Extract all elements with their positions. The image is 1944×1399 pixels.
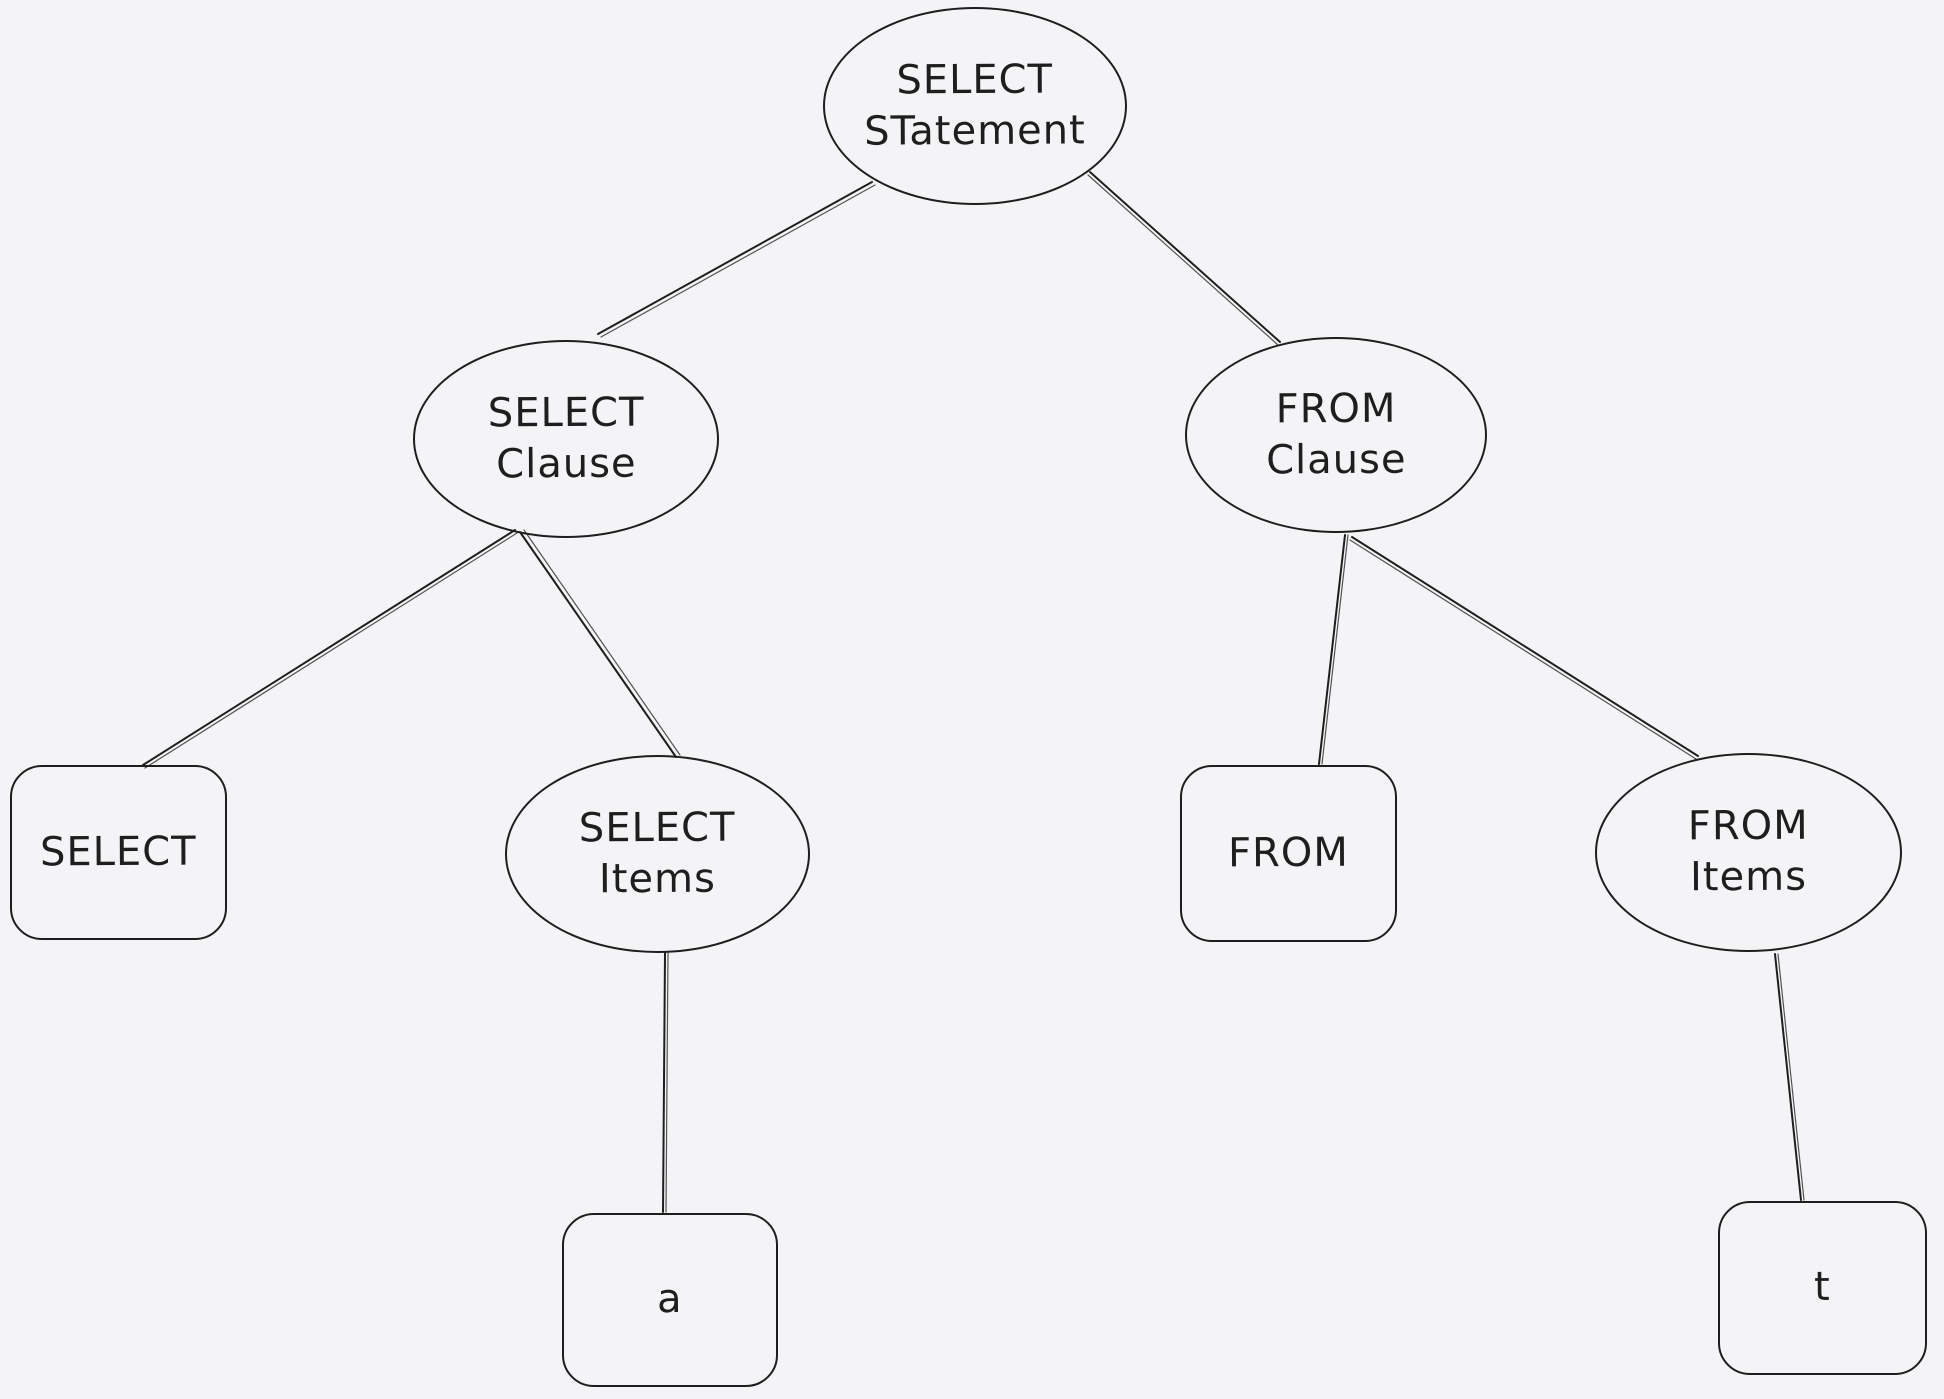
node-from-keyword[interactable]: FROM (1180, 765, 1397, 942)
edge-select-items-to-a (662, 952, 669, 1213)
node-from-keyword-label: FROM (1227, 829, 1350, 877)
edge-select-clause-to-select-keyword (142, 529, 518, 769)
edge-statement-to-from-clause (1087, 171, 1281, 346)
node-from-items[interactable]: FROM Items (1595, 753, 1902, 952)
edge-from-clause-to-from-items (1349, 536, 1699, 760)
node-select-items-label: SELECT Items (578, 804, 736, 903)
node-from-item-t[interactable]: t (1718, 1201, 1927, 1375)
node-select-statement[interactable]: SELECT STatement (823, 7, 1127, 205)
node-select-item-a[interactable]: a (562, 1213, 778, 1387)
node-from-clause-label: FROM Clause (1265, 385, 1407, 484)
node-select-items[interactable]: SELECT Items (505, 755, 810, 953)
node-select-keyword[interactable]: SELECT (10, 765, 227, 940)
node-select-item-a-label: a (657, 1276, 683, 1323)
node-from-clause[interactable]: FROM Clause (1185, 337, 1487, 533)
node-from-item-t-label: t (1814, 1264, 1831, 1311)
node-select-keyword-label: SELECT (40, 828, 197, 876)
edge-from-items-to-t (1774, 953, 1805, 1201)
node-from-items-label: FROM Items (1687, 802, 1809, 901)
node-select-clause-label: SELECT Clause (487, 389, 645, 488)
edge-statement-to-select-clause (597, 181, 876, 338)
node-select-clause[interactable]: SELECT Clause (413, 340, 719, 538)
edge-select-clause-to-select-items (519, 529, 681, 758)
edge-from-clause-to-from-keyword (1318, 534, 1349, 765)
node-select-statement-label: SELECT STatement (864, 56, 1087, 155)
